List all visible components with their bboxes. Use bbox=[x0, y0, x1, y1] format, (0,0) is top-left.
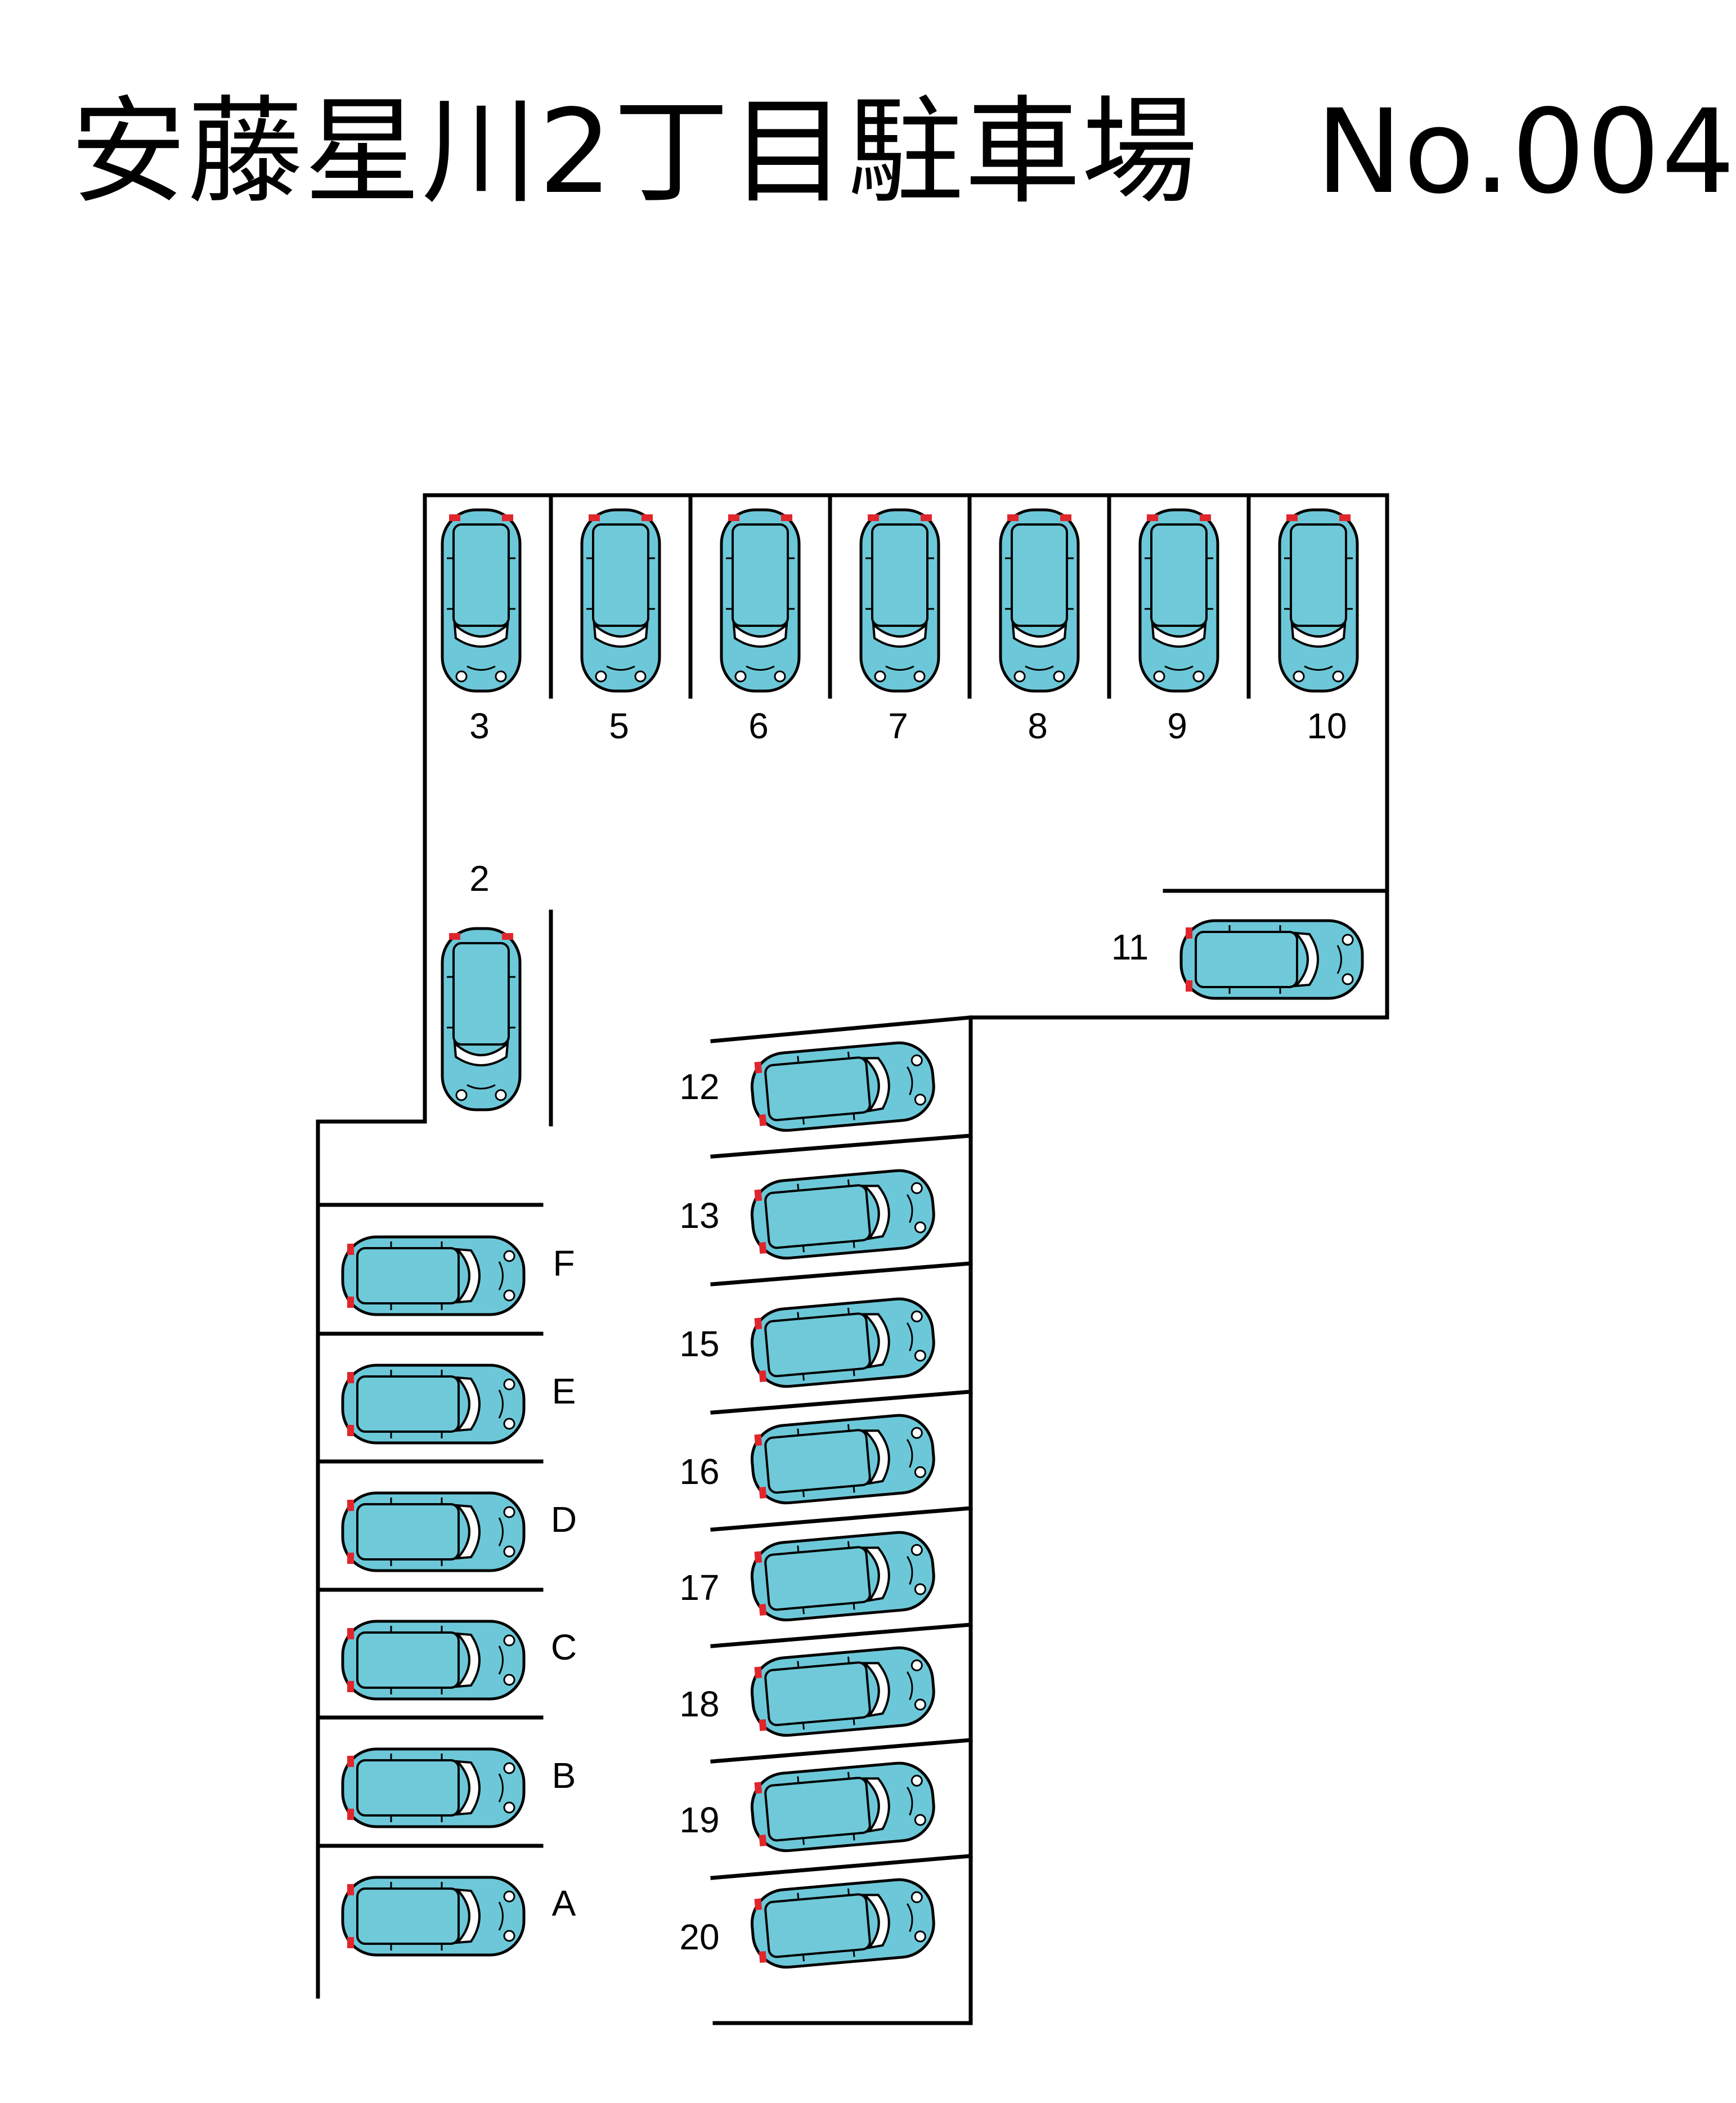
slot-label-6: 6 bbox=[748, 706, 769, 746]
slot-label-12: 12 bbox=[679, 1066, 719, 1107]
slot-labels: 3 5 6 7 8 9 10 2 11 F E D C B A 12 13 15… bbox=[469, 706, 1347, 1957]
car-slot-F bbox=[343, 1237, 524, 1315]
car-slot-8 bbox=[1001, 510, 1078, 691]
car-slot-D bbox=[343, 1493, 524, 1571]
car-slot-12 bbox=[749, 1040, 936, 1133]
slot-label-7: 7 bbox=[888, 706, 908, 746]
car-slot-10 bbox=[1280, 510, 1357, 691]
slot-label-5: 5 bbox=[609, 706, 629, 746]
slot-label-17: 17 bbox=[679, 1567, 719, 1608]
car-slot-17 bbox=[749, 1530, 936, 1623]
car-slot-20 bbox=[749, 1877, 936, 1970]
car-slot-C bbox=[343, 1621, 524, 1699]
slot-label-9: 9 bbox=[1167, 706, 1187, 746]
right-column-cars bbox=[749, 1040, 936, 1970]
car-slot-E bbox=[343, 1365, 524, 1443]
car-slot-B bbox=[343, 1749, 524, 1827]
slot-label-8: 8 bbox=[1028, 706, 1048, 746]
slot-label-3: 3 bbox=[469, 706, 490, 746]
car-slot-A bbox=[343, 1877, 524, 1955]
slot-label-13: 13 bbox=[679, 1195, 719, 1236]
slot-label-D: D bbox=[551, 1499, 577, 1540]
slot-label-11: 11 bbox=[1111, 927, 1149, 967]
car-slot-2 bbox=[442, 929, 520, 1110]
car-slot-13 bbox=[749, 1168, 936, 1261]
car-slot-7 bbox=[861, 510, 939, 691]
car-slot-16 bbox=[749, 1413, 936, 1506]
car-slot-15 bbox=[749, 1296, 936, 1389]
car-slot-5 bbox=[582, 510, 660, 691]
slot-label-15: 15 bbox=[679, 1324, 719, 1364]
top-row-cars bbox=[442, 510, 1357, 691]
slot-label-18: 18 bbox=[679, 1684, 719, 1724]
slot-label-2: 2 bbox=[469, 858, 490, 899]
slot-label-B: B bbox=[552, 1755, 576, 1796]
slot-label-19: 19 bbox=[679, 1800, 719, 1840]
slot-label-C: C bbox=[551, 1627, 577, 1667]
car-slot-9 bbox=[1140, 510, 1218, 691]
car-slot-3 bbox=[442, 510, 520, 691]
car-slot-19 bbox=[749, 1760, 936, 1854]
car-slot-18 bbox=[749, 1645, 936, 1738]
parking-lot-map: 3 5 6 7 8 9 10 2 11 F E D C B A 12 13 15… bbox=[316, 493, 1389, 2025]
slot-label-F: F bbox=[553, 1243, 575, 1284]
slot-label-A: A bbox=[552, 1883, 576, 1923]
car-slot-6 bbox=[721, 510, 799, 691]
car-slot-11 bbox=[1181, 921, 1362, 998]
slot-label-20: 20 bbox=[679, 1917, 719, 1957]
lot-boundary bbox=[316, 493, 1389, 2025]
slot-label-E: E bbox=[552, 1371, 576, 1411]
slot-label-10: 10 bbox=[1307, 706, 1347, 746]
slot-label-16: 16 bbox=[679, 1451, 719, 1492]
